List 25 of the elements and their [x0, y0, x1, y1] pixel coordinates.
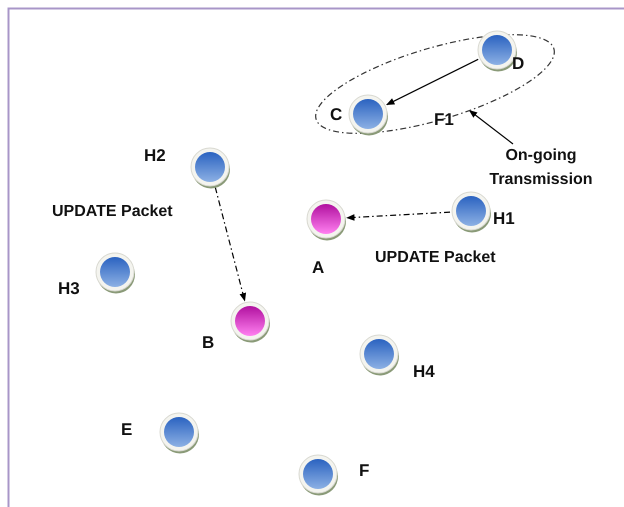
- annotation-text: On-going Transmission: [488, 146, 594, 190]
- node-label: C: [330, 105, 342, 125]
- node-label: H3: [58, 279, 80, 299]
- arrow: [468, 110, 514, 144]
- node-label: E: [121, 420, 132, 440]
- network-node: [297, 453, 339, 497]
- dashed-arrow: [214, 187, 246, 302]
- cluster-label: F1: [434, 110, 454, 130]
- node-label: H2: [144, 146, 166, 166]
- node-label: D: [512, 54, 524, 74]
- network-node: [158, 411, 200, 455]
- node-label: F: [359, 461, 370, 481]
- node-label: H4: [413, 362, 435, 382]
- network-node: [347, 93, 389, 137]
- arrow: [386, 58, 478, 106]
- network-node: [305, 198, 347, 242]
- node-label: A: [312, 258, 324, 278]
- network-node: [450, 190, 492, 234]
- node-label: H1: [493, 209, 515, 229]
- node-label: B: [202, 333, 214, 353]
- dashed-arrow: [346, 212, 450, 221]
- network-node: [229, 300, 271, 344]
- network-node: [358, 333, 400, 377]
- network-node: [189, 146, 231, 190]
- network-node: [94, 251, 136, 295]
